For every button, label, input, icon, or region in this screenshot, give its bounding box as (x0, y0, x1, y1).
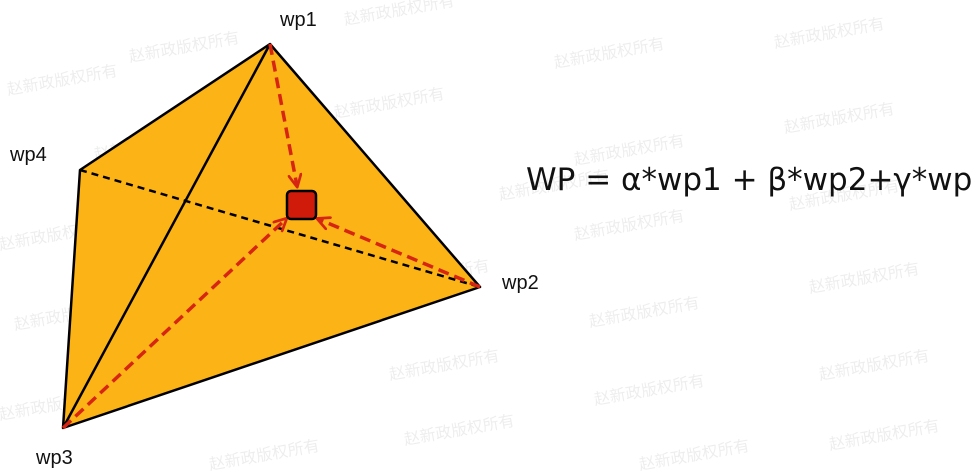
arrow-wp2-to-point (318, 219, 481, 289)
watermark-text: 赵新政版权所有 (207, 436, 321, 474)
watermark-text: 赵新政版权所有 (587, 293, 701, 331)
arrow-wp1-to-point (268, 43, 297, 186)
vertex-label-wp2: wp2 (501, 272, 539, 294)
watermark-text: 赵新政版权所有 (402, 411, 516, 449)
vertex-label-wp4: wp4 (9, 144, 47, 166)
watermark-text: 赵新政版权所有 (342, 0, 456, 29)
watermark-text: 赵新政版权所有 (637, 436, 751, 474)
diagonal-wp1-wp3 (61, 43, 272, 429)
watermark-text: 赵新政版权所有 (827, 416, 941, 454)
watermark-text: 赵新政版权所有 (817, 346, 931, 384)
watermark-text: 赵新政版权所有 (772, 14, 886, 52)
interpolated-point-marker (285, 189, 318, 221)
vertex-label-wp1: wp1 (279, 9, 317, 31)
watermark-text: 赵新政版权所有 (332, 84, 446, 122)
watermark-text: 赵新政版权所有 (592, 371, 706, 409)
interpolation-formula: WP = α*wp1 + β*wp2+γ*wp3 (526, 162, 974, 198)
watermark-text: 赵新政版权所有 (127, 28, 241, 66)
vertex-label-wp3: wp3 (35, 447, 73, 469)
watermark-text: 赵新政版权所有 (782, 99, 896, 137)
watermark-text: 赵新政版权所有 (807, 259, 921, 297)
watermark-text: 赵新政版权所有 (552, 34, 666, 72)
watermark-text: 赵新政版权所有 (5, 61, 119, 99)
watermark-text: 赵新政版权所有 (572, 206, 686, 244)
watermark-text: 赵新政版权所有 (387, 346, 501, 384)
